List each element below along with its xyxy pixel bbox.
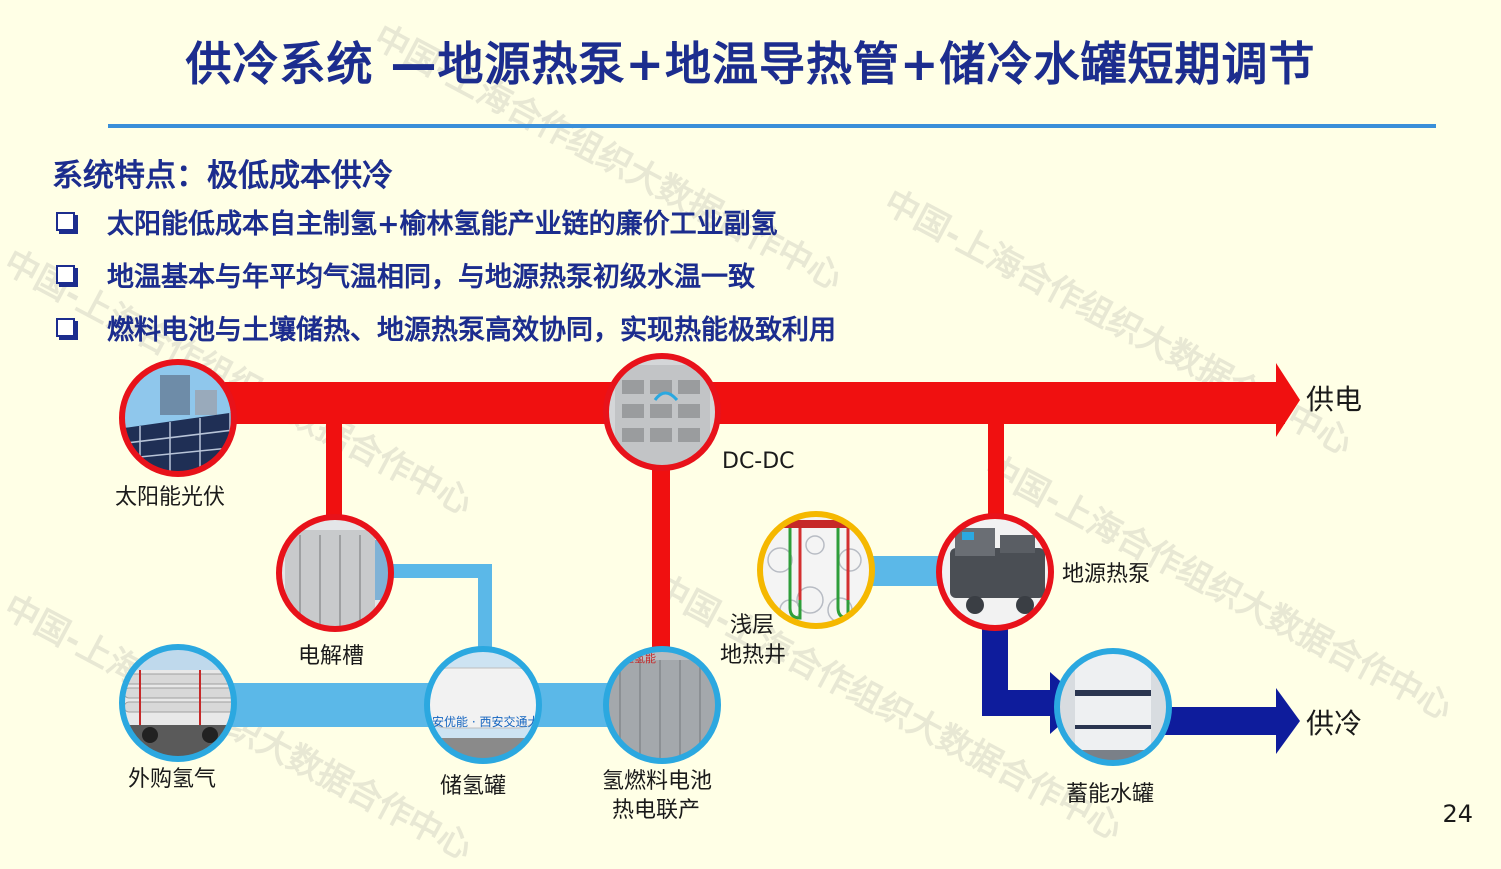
node-purchased-hydrogen <box>119 644 237 762</box>
node-hydrogen-tank: 安优能 · 西安交通大学 <box>424 646 551 764</box>
bullet-text: 地温基本与年平均气温相同，与地源热泵初级水温一致 <box>107 262 755 293</box>
label-dcdc: DC-DC <box>722 449 795 474</box>
power-bus <box>225 382 1285 424</box>
page-title: 供冷系统 —地源热泵+地温导热管+储冷水罐短期调节 <box>185 37 1316 91</box>
bullet-item: 太阳能低成本自主制氢+榆林氢能产业链的廉价工业副氢 <box>56 202 778 241</box>
label-heat-pump: 地源热泵 <box>1062 562 1151 587</box>
label-fuel-cell-line1: 氢燃料电池 <box>602 769 713 794</box>
energy-flow-diagram: 安优能 · 西安交通大学 严谨氢能 <box>119 353 1300 766</box>
checkbox-bullet-icon <box>56 265 75 284</box>
hydrogen-lines <box>225 556 950 727</box>
node-dcdc <box>603 353 721 471</box>
node-storage-tank <box>1054 648 1172 766</box>
label-hydrogen-tank: 储氢罐 <box>440 774 507 799</box>
label-purchased-hydrogen: 外购氢气 <box>128 767 217 792</box>
geothermal-pipe <box>865 556 950 586</box>
node-geothermal-well <box>757 511 875 629</box>
node-electrolyzer <box>276 514 394 632</box>
power-branch-heatpump <box>988 420 1004 518</box>
page-number: 24 <box>1442 800 1473 828</box>
cooling-pipe <box>982 690 1057 716</box>
power-branch-electrolyzer <box>326 420 342 520</box>
bullet-text: 燃料电池与土壤储热、地源热泵高效协同，实现热能极致利用 <box>107 315 836 346</box>
label-electrolyzer: 电解槽 <box>298 644 365 669</box>
power-output-arrow <box>1276 363 1300 437</box>
title-divider <box>108 124 1436 128</box>
hydrogen-pipe <box>225 683 620 727</box>
label-storage-tank: 蓄能水罐 <box>1066 782 1155 807</box>
tank-sign-text: 安优能 · 西安交通大学 <box>432 714 551 729</box>
checkbox-bullet-icon <box>56 212 75 231</box>
cooling-output-arrow <box>1276 688 1300 754</box>
hydrogen-pipe <box>380 564 492 578</box>
power-lines <box>225 363 1300 655</box>
output-power-label: 供电 <box>1306 383 1363 416</box>
node-heat-pump <box>936 513 1054 631</box>
bullet-text: 太阳能低成本自主制氢+榆林氢能产业链的廉价工业副氢 <box>107 209 778 240</box>
label-solar-pv: 太阳能光伏 <box>115 485 226 510</box>
node-solar-pv <box>119 359 237 477</box>
label-geothermal-well-line2: 地热井 <box>720 643 787 668</box>
node-fuel-cell: 严谨氢能 <box>603 646 721 764</box>
bullet-item: 地温基本与年平均气温相同，与地源热泵初级水温一致 <box>56 255 755 294</box>
bullet-item: 燃料电池与土壤储热、地源热泵高效协同，实现热能极致利用 <box>56 308 836 347</box>
checkbox-bullet-icon <box>56 318 75 337</box>
section-heading: 系统特点：极低成本供冷 <box>52 158 393 194</box>
output-cooling-label: 供冷 <box>1306 707 1363 740</box>
cooling-pipe <box>982 620 1008 700</box>
slide: 中国-上海合作组织大数据合作中心 中国-上海合作组织大数据合作中心 中国-上海合… <box>0 17 1473 868</box>
power-branch-fuelcell <box>652 460 670 655</box>
label-geothermal-well-line1: 浅层 <box>730 613 775 638</box>
cooling-output-pipe <box>1165 707 1283 735</box>
label-fuel-cell-line2: 热电联产 <box>612 798 701 823</box>
